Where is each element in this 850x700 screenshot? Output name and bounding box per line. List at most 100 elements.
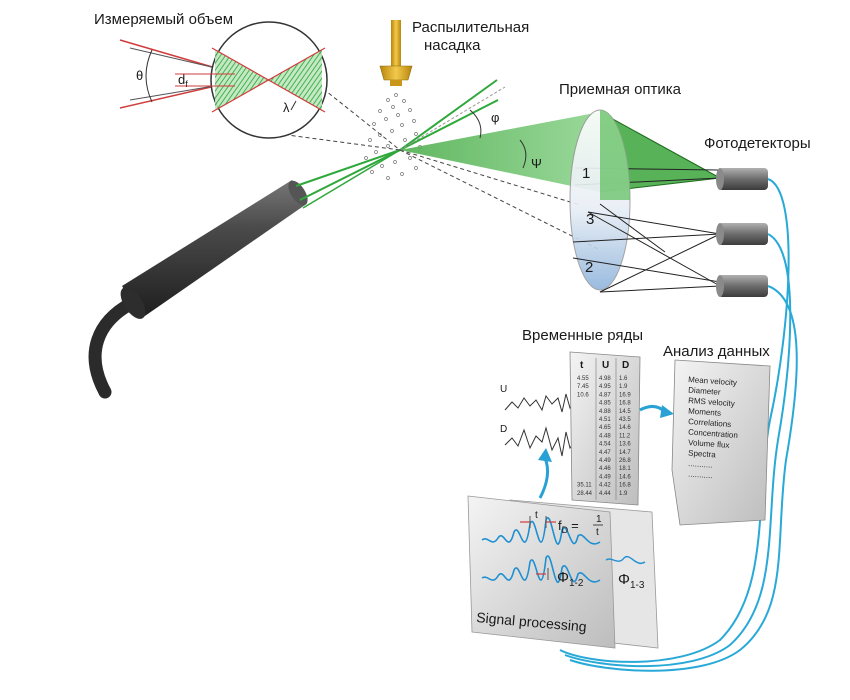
df-symbol: df xyxy=(178,72,188,89)
photodetectors-label: Фотодетекторы xyxy=(704,135,811,152)
time-series-label: Временные ряды xyxy=(522,327,643,344)
table-cell: 7.45 xyxy=(577,384,589,390)
table-cell: 4.49 xyxy=(599,458,611,464)
phi-symbol: φ xyxy=(491,110,499,125)
table-cell: 4.48 xyxy=(599,433,611,439)
table-cell: 10.6 xyxy=(577,392,589,398)
table-cell: 16.9 xyxy=(619,392,631,398)
photodetectors xyxy=(716,168,768,297)
lambda-symbol: λ xyxy=(283,100,290,115)
psi-arc xyxy=(519,139,527,169)
signal-processing-panel: t fD= 1 t Φ1-2 Φ1-3 Signal processing xyxy=(467,495,659,649)
table-cell: 1.9 xyxy=(619,491,628,497)
analysis-item: Correlations xyxy=(688,417,732,429)
table-cell: 4.49 xyxy=(599,474,611,480)
theta-symbol: θ xyxy=(136,68,143,83)
detector-cone-1 xyxy=(600,112,720,192)
nozzle-label-line2: насадка xyxy=(424,37,481,54)
spray-nozzle xyxy=(379,20,413,86)
table-cell: 16.8 xyxy=(619,401,631,407)
t-symbol: t xyxy=(535,510,538,521)
probe-cable xyxy=(88,293,145,399)
fd-numerator: 1 xyxy=(596,514,602,525)
table-cell: 4.88 xyxy=(599,409,611,415)
table-cell: 18.1 xyxy=(619,466,631,472)
signal-wave-3 xyxy=(605,555,646,565)
photodetector-2 xyxy=(716,223,768,245)
measurement-volume-detail: θ df λ xyxy=(119,21,328,139)
phi12-symbol: Φ1-2 xyxy=(557,569,584,589)
analysis-item: Diameter xyxy=(688,386,721,397)
table-cell: 4.95 xyxy=(599,384,611,390)
table-cell: 4.44 xyxy=(599,491,611,497)
table-header: U xyxy=(602,360,609,371)
analysis-item: ........... xyxy=(688,459,713,470)
u-series-label: U xyxy=(500,384,507,395)
measurement-volume-label: Измеряемый объем xyxy=(94,11,233,28)
optics-section-2: 2 xyxy=(585,259,593,276)
u-series xyxy=(504,393,583,413)
table-cell: 4.87 xyxy=(599,392,611,398)
probe-body xyxy=(122,180,305,318)
analysis-item: ........... xyxy=(688,470,713,481)
table-cell: 26.8 xyxy=(619,458,631,464)
table-cell: 4.55 xyxy=(577,376,589,382)
analysis-item: RMS velocity xyxy=(688,396,735,408)
table-cell: 4.85 xyxy=(599,401,611,407)
fd-denominator: t xyxy=(596,527,599,538)
table-cell: 4.46 xyxy=(599,466,611,472)
analysis-item: Spectra xyxy=(688,449,717,460)
table-cell: 1.6 xyxy=(619,376,628,382)
table-cell: 14.6 xyxy=(619,425,631,431)
analysis-item: Volume flux xyxy=(688,438,730,450)
table-cell: 4.42 xyxy=(599,483,611,489)
d-series-label: D xyxy=(500,424,507,435)
table-cell: 14.7 xyxy=(619,450,631,456)
laser-probe xyxy=(88,180,308,399)
analysis-item: Concentration xyxy=(688,428,738,440)
nozzle-label: Распылительная насадка xyxy=(412,19,533,54)
theta-arc xyxy=(145,49,153,103)
photodetector-1 xyxy=(716,168,768,190)
optics-section-1: 1 xyxy=(582,165,590,182)
psi-symbol: Ψ xyxy=(531,156,542,171)
time-series-plots: U D xyxy=(500,384,583,457)
analysis-item: Mean velocity xyxy=(688,375,737,387)
collection-cone xyxy=(400,112,600,192)
table-cell: 4.47 xyxy=(599,450,611,456)
table-cell: 4.54 xyxy=(599,442,611,448)
analysis-item: Moments xyxy=(688,407,721,418)
fd-formula: fD= xyxy=(558,518,579,535)
table-cell: 14.6 xyxy=(619,474,631,480)
table-cell: 43.5 xyxy=(619,417,631,423)
table-cell: 14.5 xyxy=(619,409,631,415)
optics-section-3: 3 xyxy=(586,211,594,228)
d-series xyxy=(504,426,583,457)
spray-droplets xyxy=(364,93,422,180)
probe-back xyxy=(120,287,146,319)
table-cell: 16.8 xyxy=(619,483,631,489)
detector-rays xyxy=(572,203,721,293)
phi-arc xyxy=(469,109,482,139)
table-cell: 4.98 xyxy=(599,376,611,382)
table-cell: 28.44 xyxy=(577,491,593,497)
table-cell: 4.65 xyxy=(599,425,611,431)
signal-wave-1 xyxy=(481,517,601,545)
table-header: t xyxy=(580,360,584,371)
arrow-to-time-series xyxy=(538,457,550,499)
table-cell: 35.11 xyxy=(577,483,592,489)
table-cell: 13.6 xyxy=(619,442,631,448)
laser-beams xyxy=(295,79,506,209)
receiving-optics: φ Ψ 1 3 2 xyxy=(400,109,721,293)
phi13-symbol: Φ1-3 xyxy=(618,571,645,591)
receiving-optics-label: Приемная оптика xyxy=(559,81,682,98)
table-cell: 11.2 xyxy=(619,433,631,439)
table-cell: 4.51 xyxy=(599,417,611,423)
photodetector-3 xyxy=(716,275,768,297)
signal-wave-2 xyxy=(481,555,601,583)
